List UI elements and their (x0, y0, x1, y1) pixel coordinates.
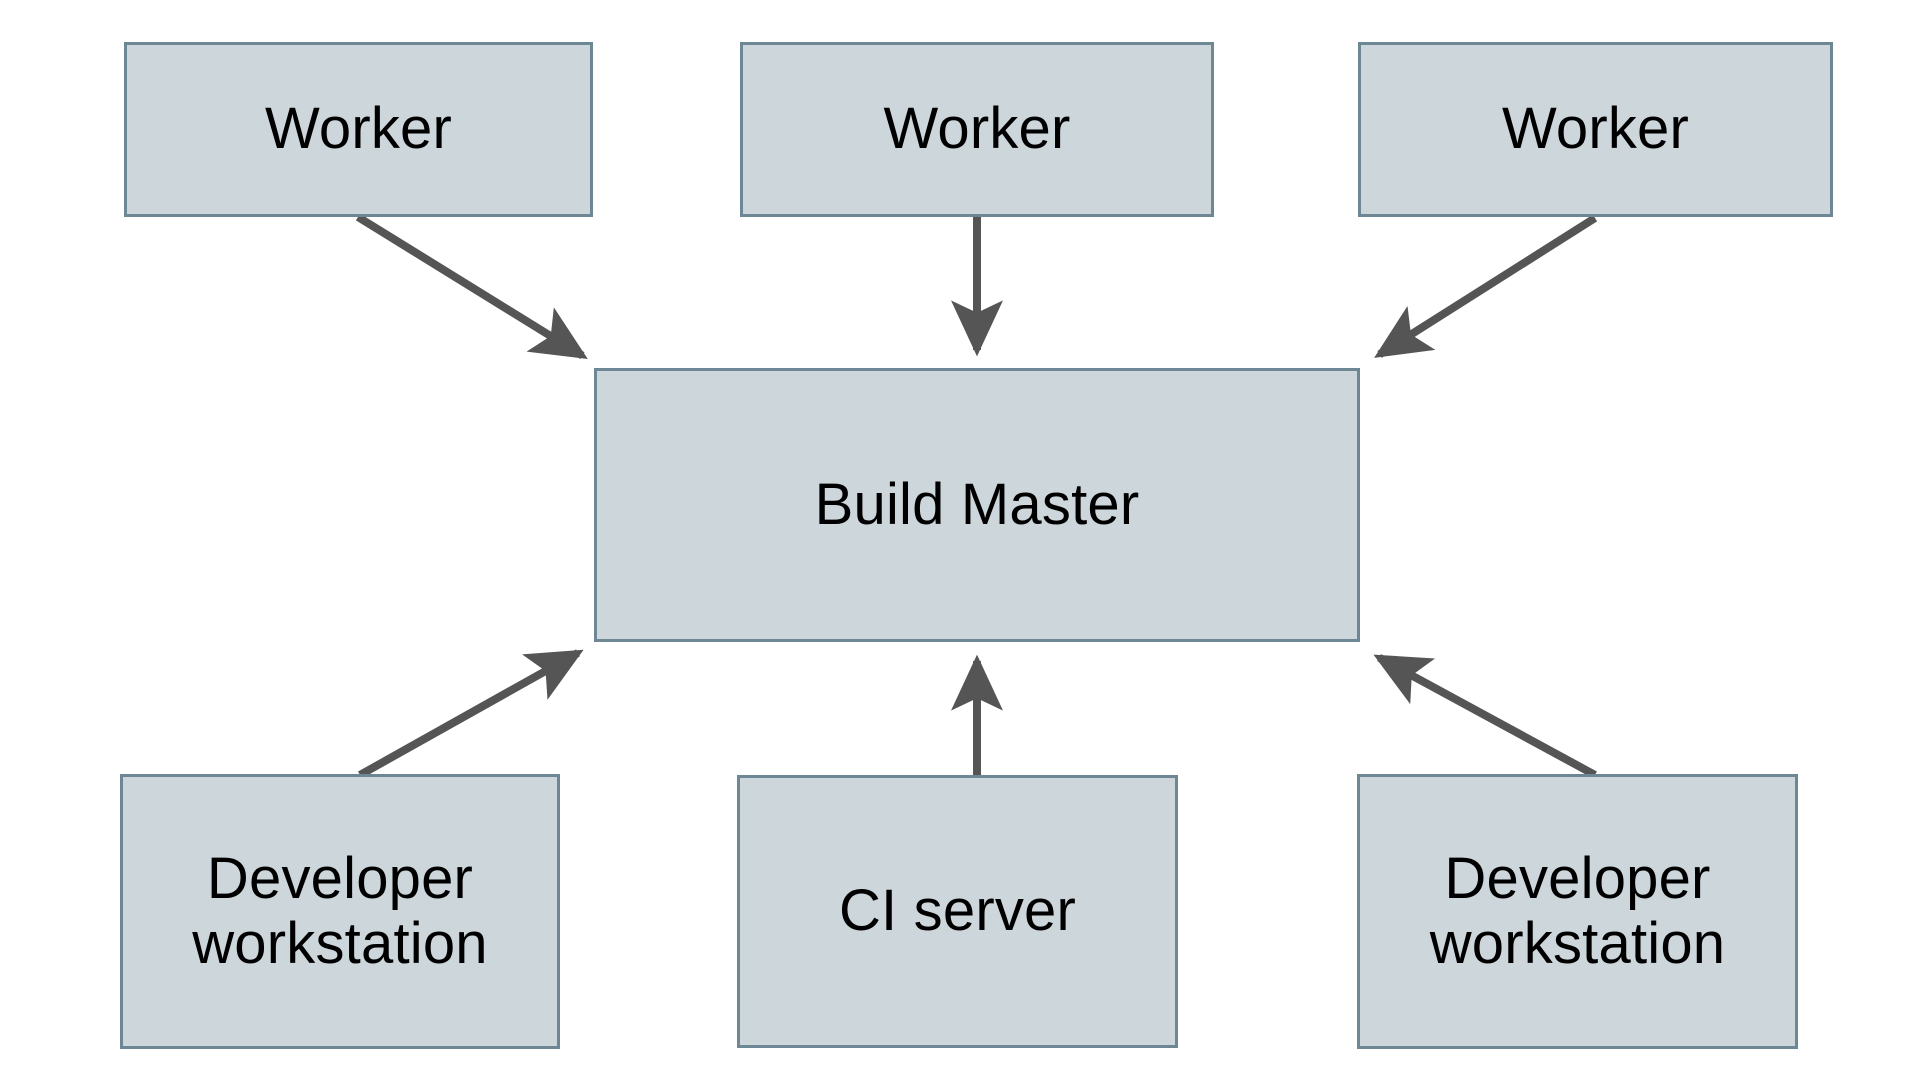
edge-worker-1-to-build-master (355, 213, 588, 359)
node-build-master-label: Build Master (814, 471, 1140, 537)
node-developer-workstation-right[interactable]: Developer workstation (1357, 774, 1798, 1049)
node-ci-server[interactable]: CI server (737, 775, 1178, 1048)
node-worker-2-label: Worker (883, 96, 1071, 162)
node-build-master[interactable]: Build Master (594, 368, 1360, 642)
node-worker-3-label: Worker (1501, 96, 1690, 162)
edge-developer-workstation-right-to-build-master (1373, 654, 1597, 779)
edge-worker-3-to-build-master (1374, 214, 1598, 358)
edge-developer-workstation-left-to-build-master (358, 649, 584, 779)
node-worker-1[interactable]: Worker (124, 42, 593, 217)
node-developer-workstation-left-label: Developer workstation (192, 845, 488, 976)
node-developer-workstation-right-label: Developer workstation (1429, 845, 1726, 976)
node-ci-server-label: CI server (838, 878, 1077, 944)
node-developer-workstation-left[interactable]: Developer workstation (120, 774, 560, 1049)
node-worker-3[interactable]: Worker (1358, 42, 1833, 217)
node-worker-2[interactable]: Worker (740, 42, 1214, 217)
node-worker-1-label: Worker (264, 96, 453, 162)
